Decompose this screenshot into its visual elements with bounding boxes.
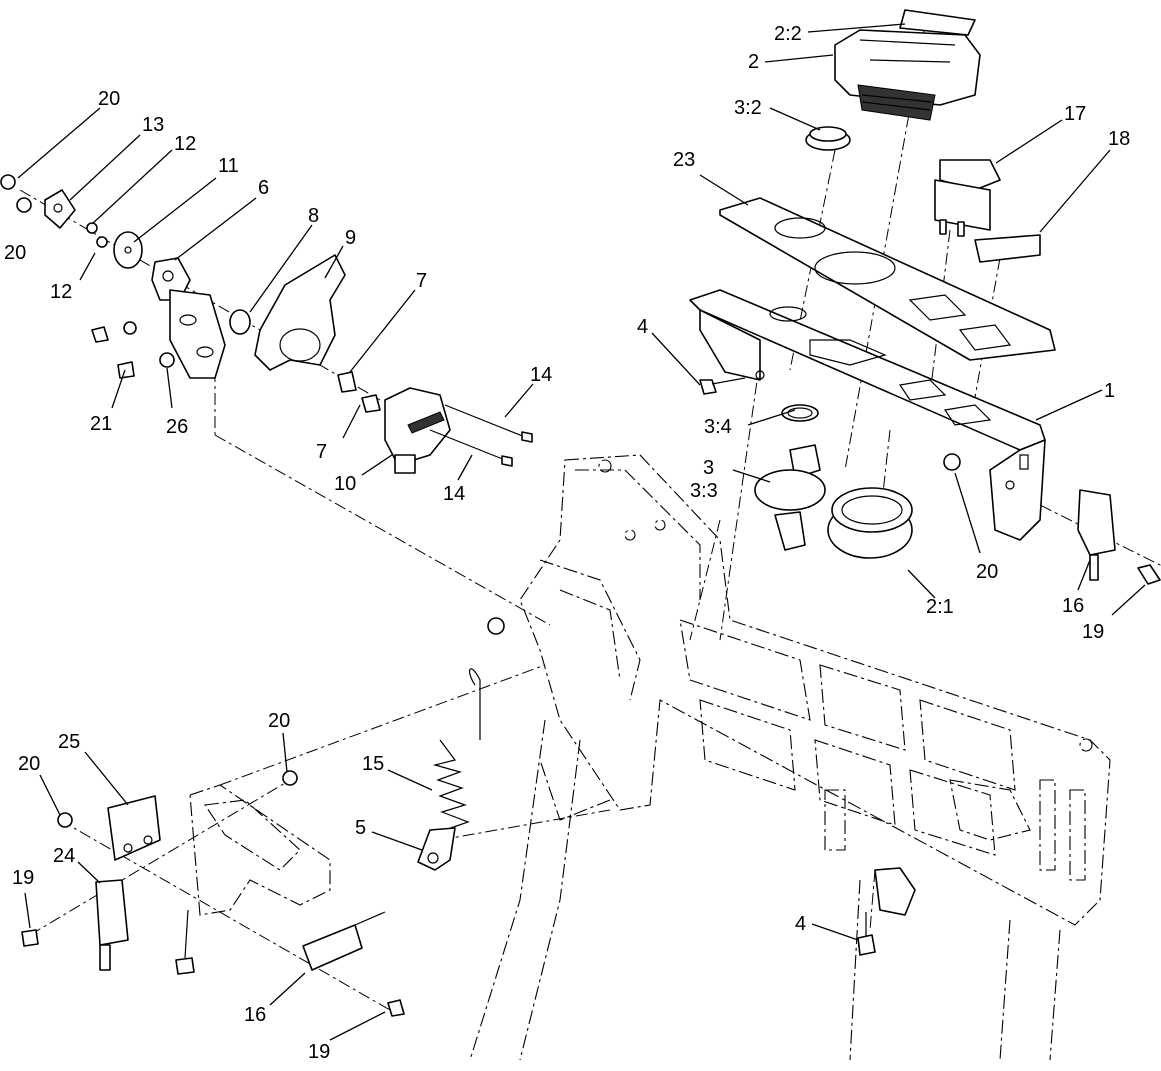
part-4-bolt-bottom bbox=[857, 867, 916, 956]
callout-4-top: 4 bbox=[637, 316, 648, 338]
part-14-bolt-lower bbox=[429, 429, 513, 467]
part-15-spring bbox=[432, 668, 481, 831]
part-11-disc bbox=[113, 231, 143, 269]
part-7-spacer-upper bbox=[337, 371, 357, 393]
part-16-sensor-right bbox=[1077, 489, 1116, 581]
part-9-knob bbox=[254, 254, 346, 371]
callout-12-upper: 12 bbox=[174, 133, 196, 155]
callout-13: 13 bbox=[142, 114, 164, 136]
part-8-washer bbox=[229, 309, 251, 335]
callout-3-3: 3:3 bbox=[690, 480, 718, 502]
part-12-washer-lower bbox=[96, 236, 108, 248]
callout-19-lower-mid: 19 bbox=[308, 1041, 330, 1063]
part-3-2-nut bbox=[805, 126, 851, 151]
part-20-nut-lower-left bbox=[16, 197, 32, 213]
part-3-4-washer bbox=[781, 404, 819, 422]
callout-19-right: 19 bbox=[1082, 621, 1104, 643]
callout-1: 1 bbox=[1104, 380, 1115, 402]
callout-7-lower: 7 bbox=[316, 441, 327, 463]
callout-26: 26 bbox=[166, 416, 188, 438]
part-16-sensor-lower bbox=[302, 911, 386, 971]
part-24-sensor bbox=[95, 879, 129, 971]
callout-16-lower: 16 bbox=[244, 1004, 266, 1026]
callout-15: 15 bbox=[362, 753, 384, 775]
part-20-nut-right bbox=[943, 453, 961, 471]
callout-14-upper: 14 bbox=[530, 364, 552, 386]
callout-6: 6 bbox=[258, 177, 269, 199]
nut-frame bbox=[487, 617, 505, 635]
callout-18: 18 bbox=[1108, 128, 1130, 150]
part-19-bolt-lower-mid bbox=[387, 999, 405, 1017]
callout-2-2: 2:2 bbox=[774, 23, 802, 45]
callout-8: 8 bbox=[308, 205, 319, 227]
callout-7-upper: 7 bbox=[416, 270, 427, 292]
part-20-nut-lower-a bbox=[57, 812, 73, 828]
callout-3-2: 3:2 bbox=[734, 97, 762, 119]
callout-labels: 1 2 2:2 3:2 2:1 17 18 23 4 3:4 3 3:3 20 … bbox=[4, 23, 1130, 1063]
part-14-bolt-upper bbox=[444, 404, 533, 443]
callout-12-lower: 12 bbox=[50, 281, 72, 303]
part-20-nut-lower-b bbox=[282, 770, 298, 786]
callout-11: 11 bbox=[218, 155, 239, 177]
part-25-plate bbox=[107, 795, 161, 861]
part-10-sensor bbox=[384, 387, 451, 474]
part-1-panel-bracket bbox=[689, 289, 1046, 541]
callout-25: 25 bbox=[58, 731, 80, 753]
part-21-bolts-left bbox=[91, 321, 137, 379]
frame-phantom bbox=[469, 454, 1111, 1061]
callout-3: 3 bbox=[703, 457, 714, 479]
callout-21: 21 bbox=[90, 413, 112, 435]
part-4-bolt-top bbox=[699, 377, 746, 395]
bolt-lower-bracket bbox=[175, 909, 195, 975]
part-19-bolt-right bbox=[1137, 564, 1161, 585]
callout-4-bottom: 4 bbox=[795, 913, 806, 935]
part-5-link bbox=[417, 827, 456, 871]
part-23-gasket bbox=[719, 197, 1056, 361]
callout-20-left: 20 bbox=[4, 242, 26, 264]
callout-20-lower-mid: 20 bbox=[268, 710, 290, 732]
callout-2: 2 bbox=[748, 51, 759, 73]
part-19-bolt-lower-left bbox=[21, 929, 39, 947]
leader-lines bbox=[17, 23, 1146, 1041]
callout-20-top-left: 20 bbox=[98, 88, 120, 110]
callout-5: 5 bbox=[355, 817, 366, 839]
part-3-key-switch bbox=[754, 444, 826, 551]
callout-10: 10 bbox=[334, 473, 356, 495]
callout-9: 9 bbox=[345, 227, 356, 249]
callout-19-lower-left: 19 bbox=[12, 867, 34, 889]
callout-23: 23 bbox=[673, 149, 695, 171]
callout-14-lower: 14 bbox=[443, 483, 465, 505]
callout-20-lower-left: 20 bbox=[18, 753, 40, 775]
part-2-2-decal bbox=[899, 9, 976, 36]
part-13-cam bbox=[44, 189, 76, 229]
callout-20-right: 20 bbox=[976, 561, 998, 583]
callout-16-right: 16 bbox=[1062, 595, 1084, 617]
part-7-spacer-lower bbox=[361, 394, 381, 413]
callout-17: 17 bbox=[1064, 103, 1086, 125]
callout-24: 24 bbox=[53, 845, 75, 867]
part-17-switch bbox=[934, 159, 1001, 237]
bracket-left bbox=[169, 289, 226, 379]
callout-2-1: 2:1 bbox=[926, 596, 954, 618]
part-26-washer bbox=[159, 352, 175, 368]
lower-bracket bbox=[189, 784, 331, 916]
part-12-washer-upper bbox=[86, 222, 98, 234]
part-18-plug bbox=[974, 234, 1041, 263]
part-2-1-ring-nut bbox=[827, 487, 913, 559]
part-20-nut-upper-left bbox=[0, 174, 16, 190]
part-2-housing bbox=[834, 29, 981, 121]
callout-3-4: 3:4 bbox=[704, 416, 732, 438]
